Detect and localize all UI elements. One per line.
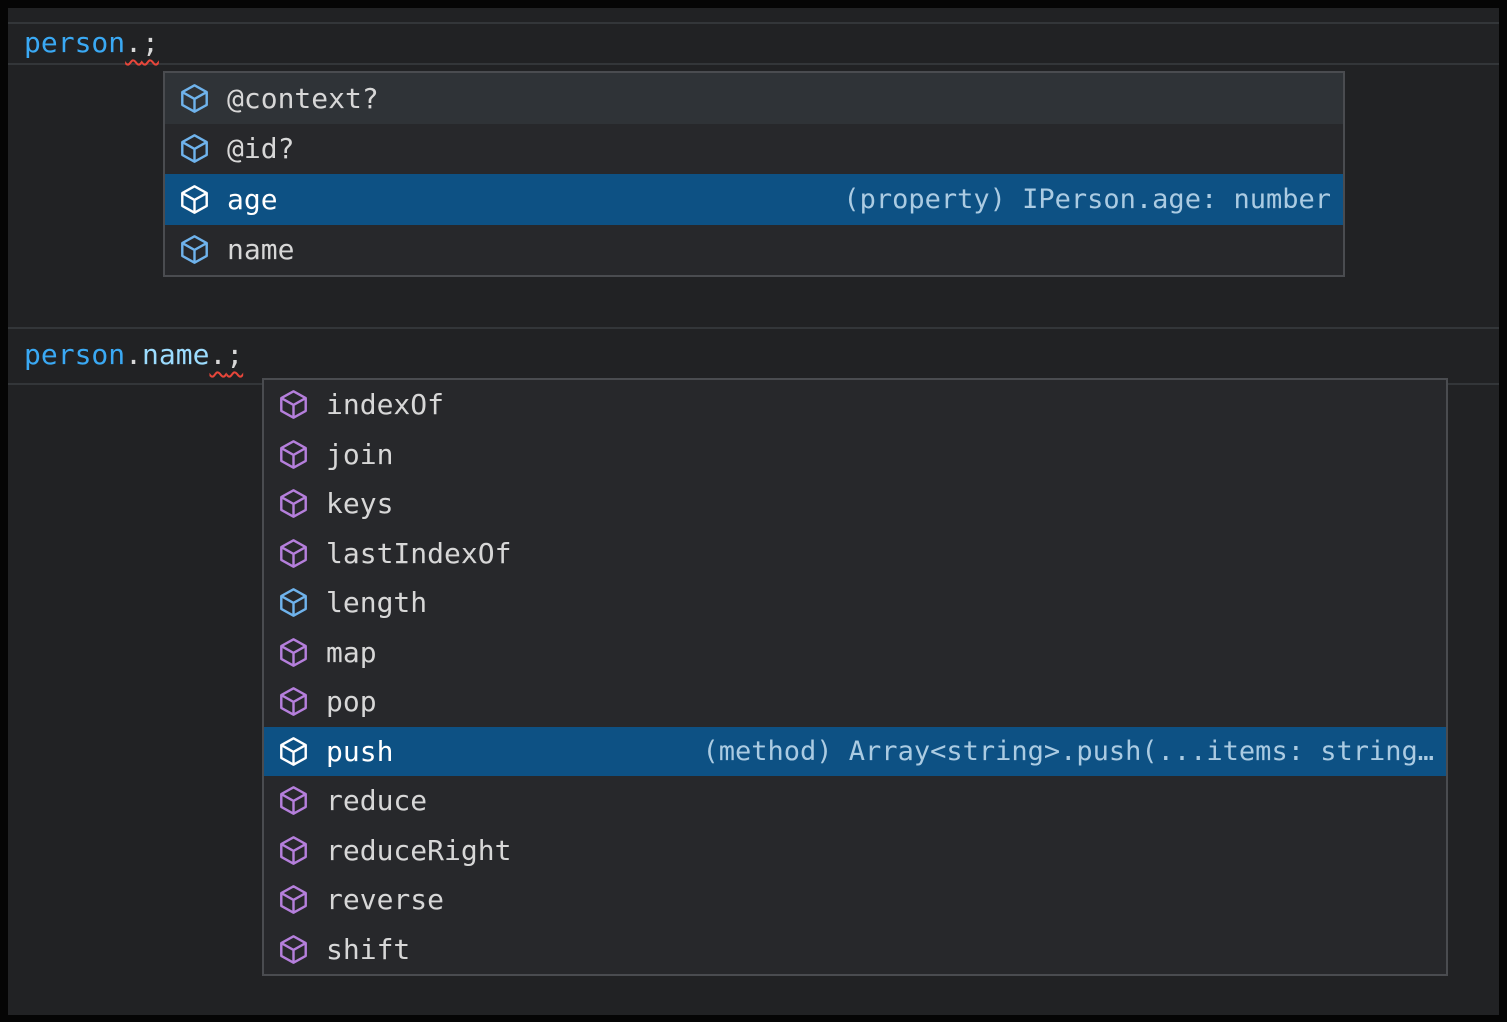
code-token: name	[142, 341, 209, 369]
suggest-item-reverse[interactable]: reverse	[264, 875, 1446, 925]
code-editor-surface[interactable]: person.; person.name.; @context? @id?	[8, 8, 1499, 1015]
suggest-item-label: @context?	[227, 82, 379, 115]
symbol-method-icon	[276, 833, 310, 867]
code-line-2[interactable]: person.name.;	[24, 329, 243, 381]
symbol-method-icon	[276, 388, 310, 422]
symbol-method-icon	[276, 883, 310, 917]
code-token: .	[125, 341, 142, 369]
suggest-item-label: reduceRight	[326, 834, 511, 867]
suggest-item-lastindexof[interactable]: lastIndexOf	[264, 529, 1446, 579]
suggest-item-indexof[interactable]: indexOf	[264, 380, 1446, 430]
suggest-item-label: name	[227, 233, 294, 266]
suggest-item-join[interactable]: join	[264, 430, 1446, 480]
suggest-item-label: lastIndexOf	[326, 537, 511, 570]
code-token: person	[24, 341, 125, 369]
symbol-method-icon	[276, 784, 310, 818]
suggest-item-label: reduce	[326, 784, 427, 817]
suggest-item-label: pop	[326, 685, 377, 718]
suggest-item-label: @id?	[227, 132, 294, 165]
suggest-item-reduce[interactable]: reduce	[264, 776, 1446, 826]
suggest-item-keys[interactable]: keys	[264, 479, 1446, 529]
suggest-item-detail: (method) Array<string>.push(...items: st…	[679, 736, 1435, 767]
symbol-method-icon	[276, 536, 310, 570]
suggest-item-label: age	[227, 183, 278, 216]
suggest-item-label: keys	[326, 487, 393, 520]
suggest-item-age[interactable]: age (property) IPerson.age: number	[165, 174, 1343, 225]
code-token: ;	[226, 341, 243, 369]
suggest-item-label: shift	[326, 933, 410, 966]
code-line-1[interactable]: person.;	[24, 22, 159, 64]
suggest-item-context[interactable]: @context?	[165, 73, 1343, 124]
symbol-method-icon	[276, 734, 310, 768]
suggest-widget-2: indexOf join keys lastIndexOf	[262, 378, 1448, 976]
code-token: person	[24, 29, 125, 57]
suggest-item-id[interactable]: @id?	[165, 124, 1343, 175]
suggest-item-push[interactable]: push (method) Array<string>.push(...item…	[264, 727, 1446, 777]
suggest-item-shift[interactable]: shift	[264, 925, 1446, 975]
suggest-item-pop[interactable]: pop	[264, 677, 1446, 727]
symbol-method-icon	[276, 487, 310, 521]
code-token: .	[125, 29, 142, 57]
code-token: .	[209, 341, 226, 369]
symbol-field-icon	[177, 233, 211, 267]
suggest-item-label: join	[326, 438, 393, 471]
suggest-item-detail: (property) IPerson.age: number	[819, 184, 1331, 215]
code-token: ;	[142, 29, 159, 57]
suggest-item-name[interactable]: name	[165, 225, 1343, 276]
suggest-item-label: push	[326, 735, 393, 768]
suggest-item-label: map	[326, 636, 377, 669]
symbol-method-icon	[276, 635, 310, 669]
suggest-item-map[interactable]: map	[264, 628, 1446, 678]
symbol-field-icon	[177, 132, 211, 166]
suggest-item-reduceright[interactable]: reduceRight	[264, 826, 1446, 876]
symbol-method-icon	[276, 932, 310, 966]
symbol-method-icon	[276, 685, 310, 719]
suggest-item-label: length	[326, 586, 427, 619]
suggest-item-label: indexOf	[326, 388, 444, 421]
suggest-widget-1: @context? @id? age (property) IPerson.ag…	[163, 71, 1345, 277]
symbol-field-icon	[177, 182, 211, 216]
current-line-border	[8, 63, 1499, 65]
symbol-field-icon	[177, 81, 211, 115]
current-line-border	[8, 22, 1499, 24]
symbol-field-icon	[276, 586, 310, 620]
suggest-item-label: reverse	[326, 883, 444, 916]
symbol-method-icon	[276, 437, 310, 471]
suggest-item-length[interactable]: length	[264, 578, 1446, 628]
